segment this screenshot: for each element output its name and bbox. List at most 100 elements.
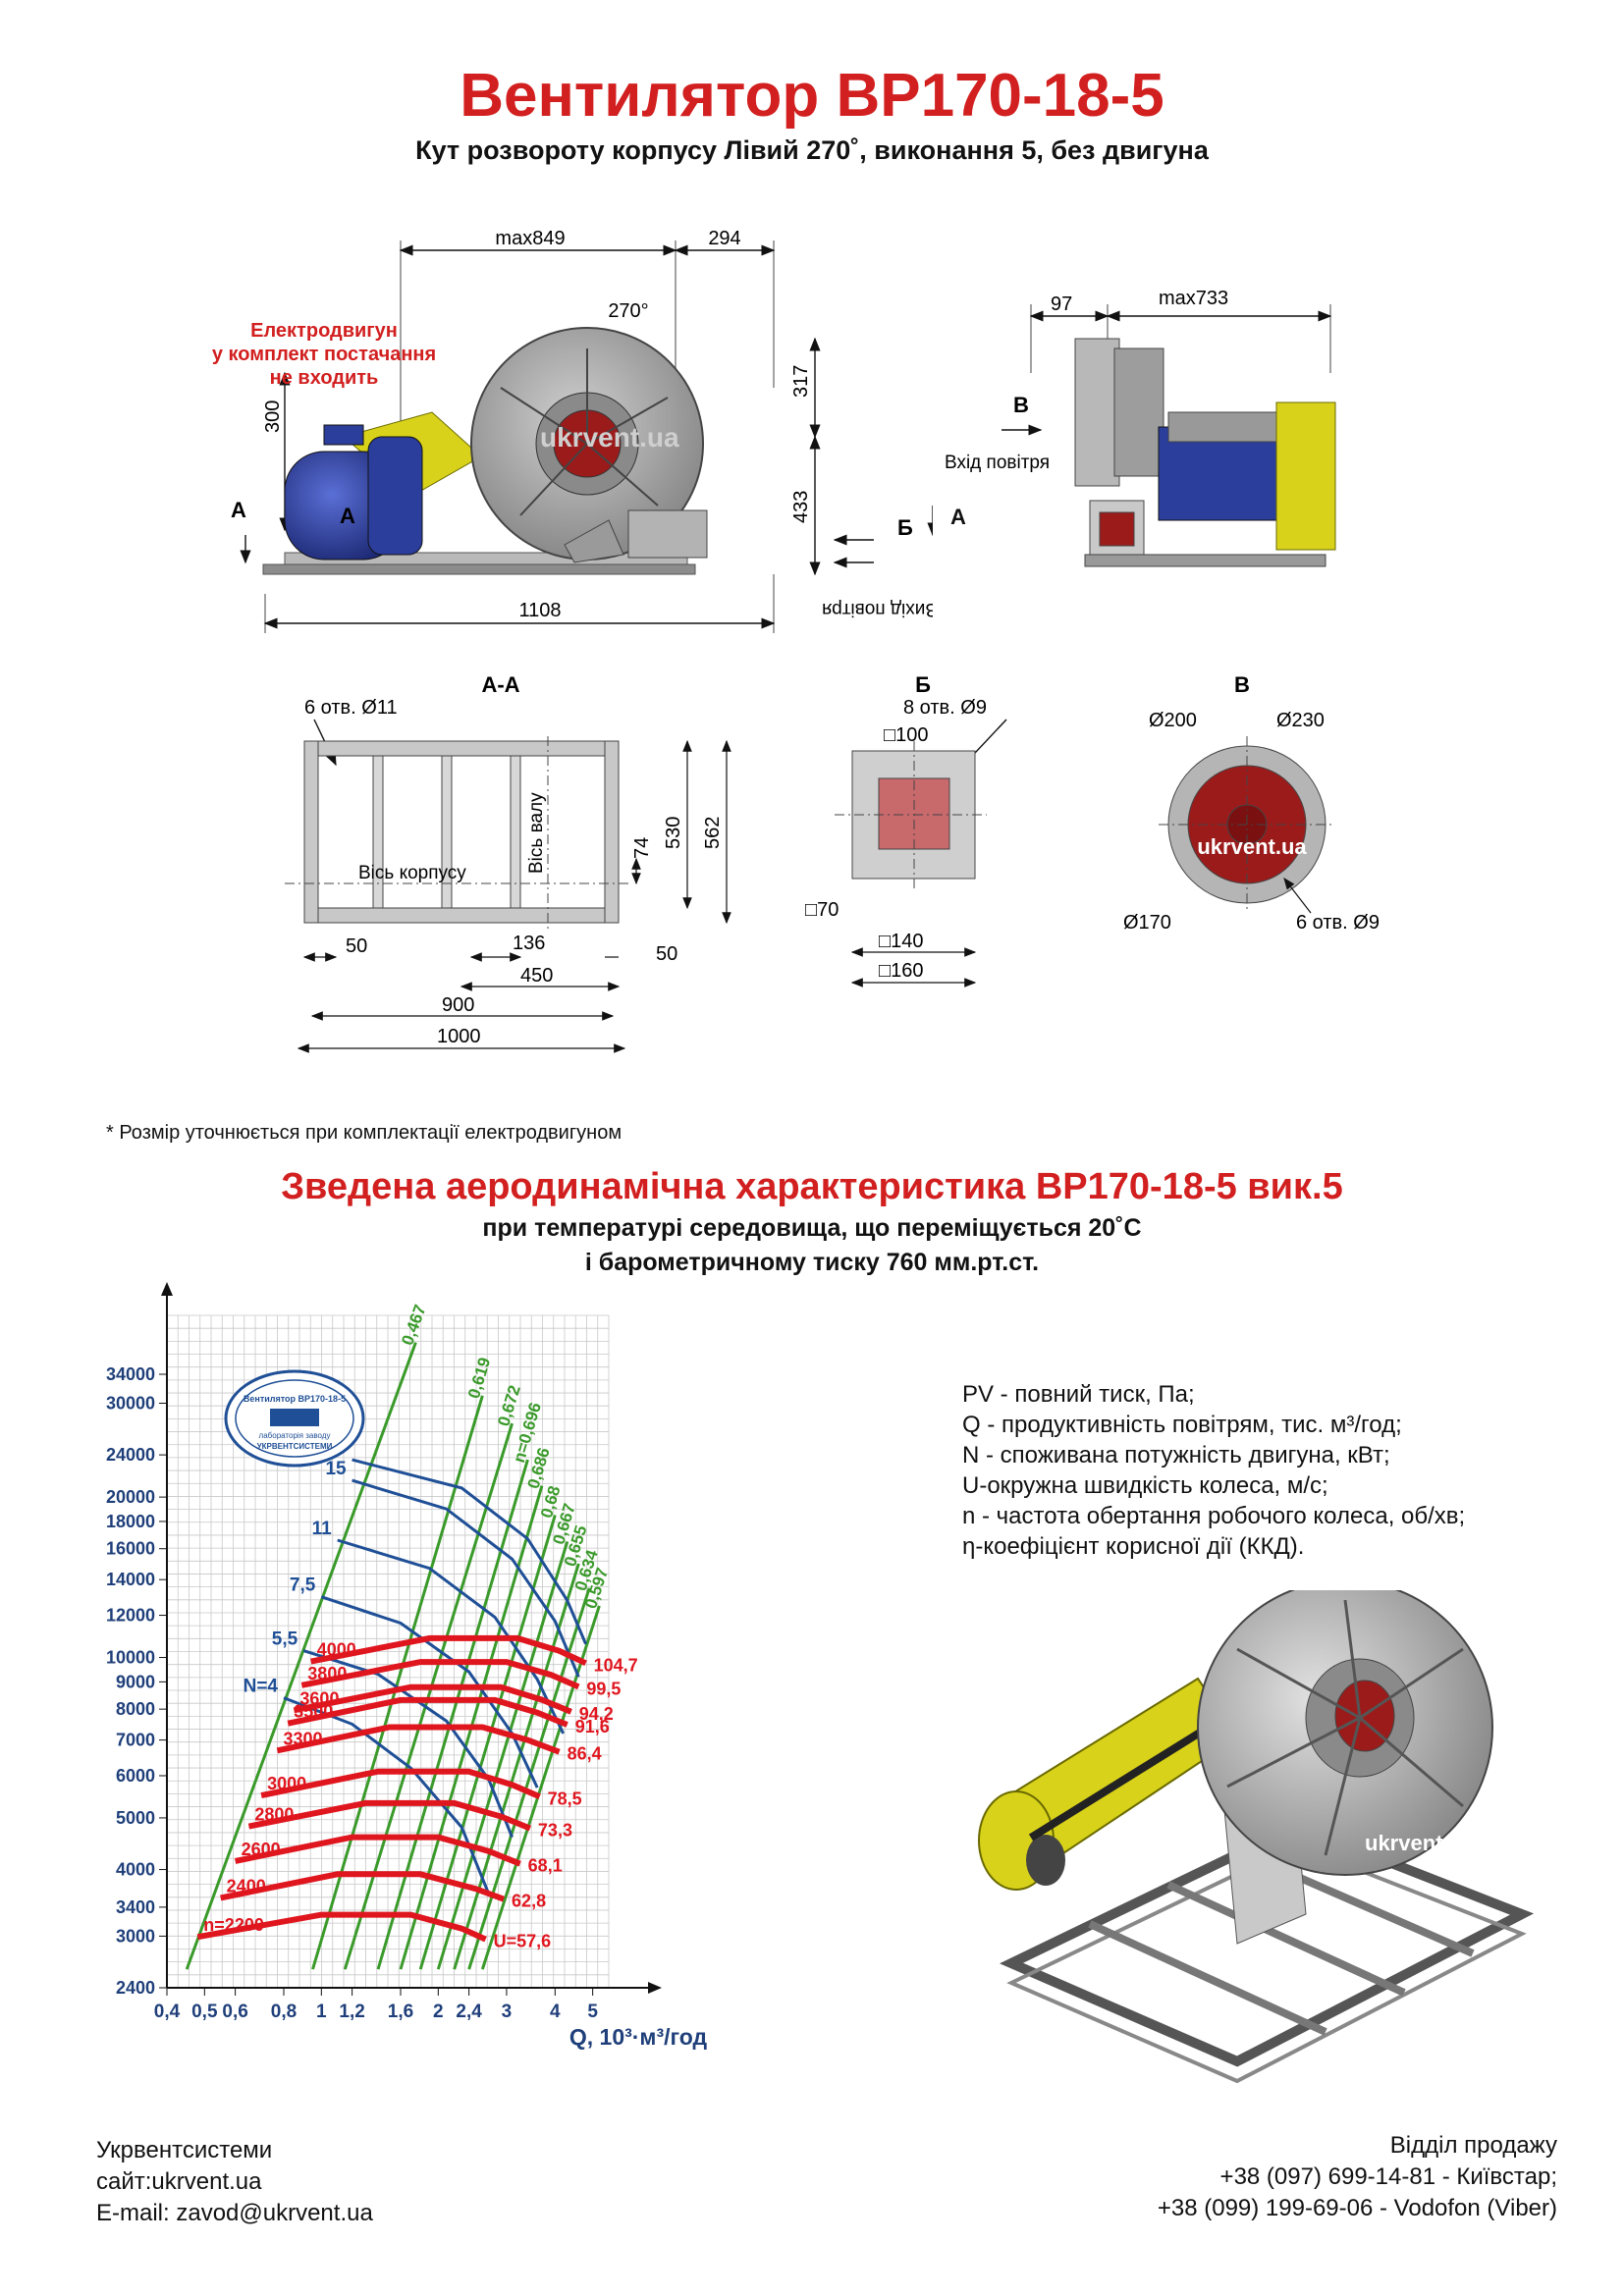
peripheral-speed-label: U=57,6 [494,1932,552,1951]
dim-d200: Ø200 [1149,710,1197,731]
x-tick-label: 3 [502,2002,513,2022]
x-tick-label: 0,8 [271,2002,297,2022]
y-tick-label: 14000 [106,1570,155,1589]
x-tick-label: 5 [587,2002,598,2022]
x-tick-label: 1,2 [339,2002,364,2022]
dim-530: 530 [663,817,684,849]
dim-6holes: 6 отв. Ø9 [1296,912,1380,934]
speed-label: 2600 [242,1840,281,1859]
x-tick-label: 4 [550,2002,561,2022]
peripheral-speed-label: 94,2 [579,1704,614,1724]
x-tick-label: 2,4 [456,2002,482,2022]
efficiency-line [480,1605,601,1970]
y-tick-label: 34000 [106,1364,155,1384]
y-tick-label: 4000 [116,1860,155,1880]
speed-curve [293,1683,572,1715]
dim-max849: max849 [495,228,565,249]
legend-item: η-коефіцієнт корисної дії (ККД). [962,1533,1305,1560]
axis-body-label: Вісь корпусу [358,863,466,883]
page-title: Вентилятор ВР170-18-5 [460,62,1164,130]
speed-label: 2400 [227,1876,266,1896]
power-curve [302,1649,514,1839]
speed-curve [276,1724,561,1755]
watermark: ukrvent.ua [540,422,679,453]
dim-136: 136 [513,933,545,954]
y-tick-label: 20000 [106,1487,155,1507]
x-tick-label: 2 [433,2002,444,2022]
speed-curve [220,1871,506,1902]
legend-item: PV - повний тиск, Па; [962,1381,1195,1408]
y-tick-label: 12000 [106,1606,155,1626]
y-tick-label: 5000 [116,1808,155,1828]
y-tick-label: 6000 [116,1766,155,1786]
company-email[interactable]: E-mail: zavod@ukrvent.ua [96,2200,373,2226]
legend-item: U-окружна швидкість колеса, м/с; [962,1472,1328,1499]
y-tick-label: 24000 [106,1445,155,1465]
dim-270: 270° [608,300,648,322]
y-tick-label: 3000 [116,1926,155,1946]
air-in-label: Вхід повітря [945,453,1050,473]
legend-item: n - частота обертання робочого колеса, о… [962,1503,1466,1529]
dim-433: 433 [790,491,812,523]
y-axis-arrow [161,1282,173,1296]
page-subtitle: Кут розвороту корпусу Лівий 270˚, викона… [415,135,1209,165]
power-curve [337,1538,566,1735]
power-label: 15 [325,1459,347,1479]
lab-stamp-fan-icon [270,1409,319,1426]
air-out-label: Вихід повітря [822,599,933,619]
efficiency-line [376,1459,529,1970]
legend: PV - повний тиск, Па; Q - продуктивність… [962,1379,1465,1562]
speed-curve [247,1799,532,1832]
dim-1108: 1108 [518,600,561,621]
sales-phone-vodafone[interactable]: +38 (099) 199-69-06 - Vodofon (Viber) [1157,2195,1557,2221]
label-section-a: А [231,498,246,522]
y-tick-label: 9000 [116,1672,155,1691]
watermark-v: ukrvent.ua [1197,834,1307,859]
chart-section-line1: при температурі середовища, що переміщує… [482,1214,1142,1242]
chart-section-line2: і барометричному тиску 760 мм.рт.ст. [584,1249,1040,1276]
x-tick-label: 1,6 [388,2002,413,2022]
peripheral-speed-label: 68,1 [528,1856,563,1876]
peripheral-speed-label: 86,4 [568,1744,602,1764]
sales-phone-kyivstar[interactable]: +38 (097) 699-14-81 - Київстар; [1219,2163,1557,2190]
section-b-title: Б [915,672,931,697]
speed-curve [300,1659,580,1690]
label-section-v: В [1013,393,1029,417]
company-site[interactable]: сайт:ukrvent.ua [96,2168,262,2195]
speed-curve [260,1768,541,1800]
x-tick-label: 0,5 [191,2002,218,2022]
x-tick-label: 0,4 [154,2002,181,2022]
x-axis-label: Q, 10³·м³/год [569,2024,708,2050]
section-aa-title: А-А [481,672,519,697]
efficiency-line [436,1541,569,1970]
motor-note-line: не входить [269,367,379,389]
dim-70: □70 [805,899,839,921]
motor-note-line: Електродвигун [250,320,398,342]
motor-note-line: у комплект постачання [211,344,437,365]
legend-item: Q - продуктивність повітрям, тис. м³/год… [962,1412,1402,1438]
dim-900: 900 [442,994,474,1016]
sales-title: Відділ продажу [1389,2132,1557,2159]
dim-300: 300 [262,400,284,433]
y-tick-label: 7000 [116,1731,155,1750]
label-section-b: Б [897,515,913,540]
legend-item: N - споживана потужність двигуна, кВт; [962,1442,1390,1468]
dim-74: 74 [631,837,653,859]
dim-d170: Ø170 [1123,912,1171,934]
speed-label: 3000 [267,1774,306,1793]
x-tick-label: 0,6 [222,2002,247,2022]
dim-1000: 1000 [437,1026,481,1047]
speed-curve [234,1834,521,1867]
lab-stamp-text: Вентилятор ВР170-18-5 [244,1394,346,1404]
section-b-drawing: Б 8 отв. Ø9 □100 □70 □140 □160 [805,672,1007,988]
efficiency-label: 0,619 [464,1356,494,1401]
peripheral-speed-label: 78,5 [548,1789,582,1808]
lab-stamp-text: лабораторія заводу [259,1431,331,1440]
x-axis-arrow [648,1982,662,1994]
lab-stamp-inner [235,1379,354,1458]
label-section-a-right: А [950,505,966,529]
power-label: N=4 [244,1677,279,1697]
speed-label: n=2200 [203,1915,264,1935]
x-tick-label: 1 [316,2002,327,2022]
speed-curve [287,1696,568,1728]
